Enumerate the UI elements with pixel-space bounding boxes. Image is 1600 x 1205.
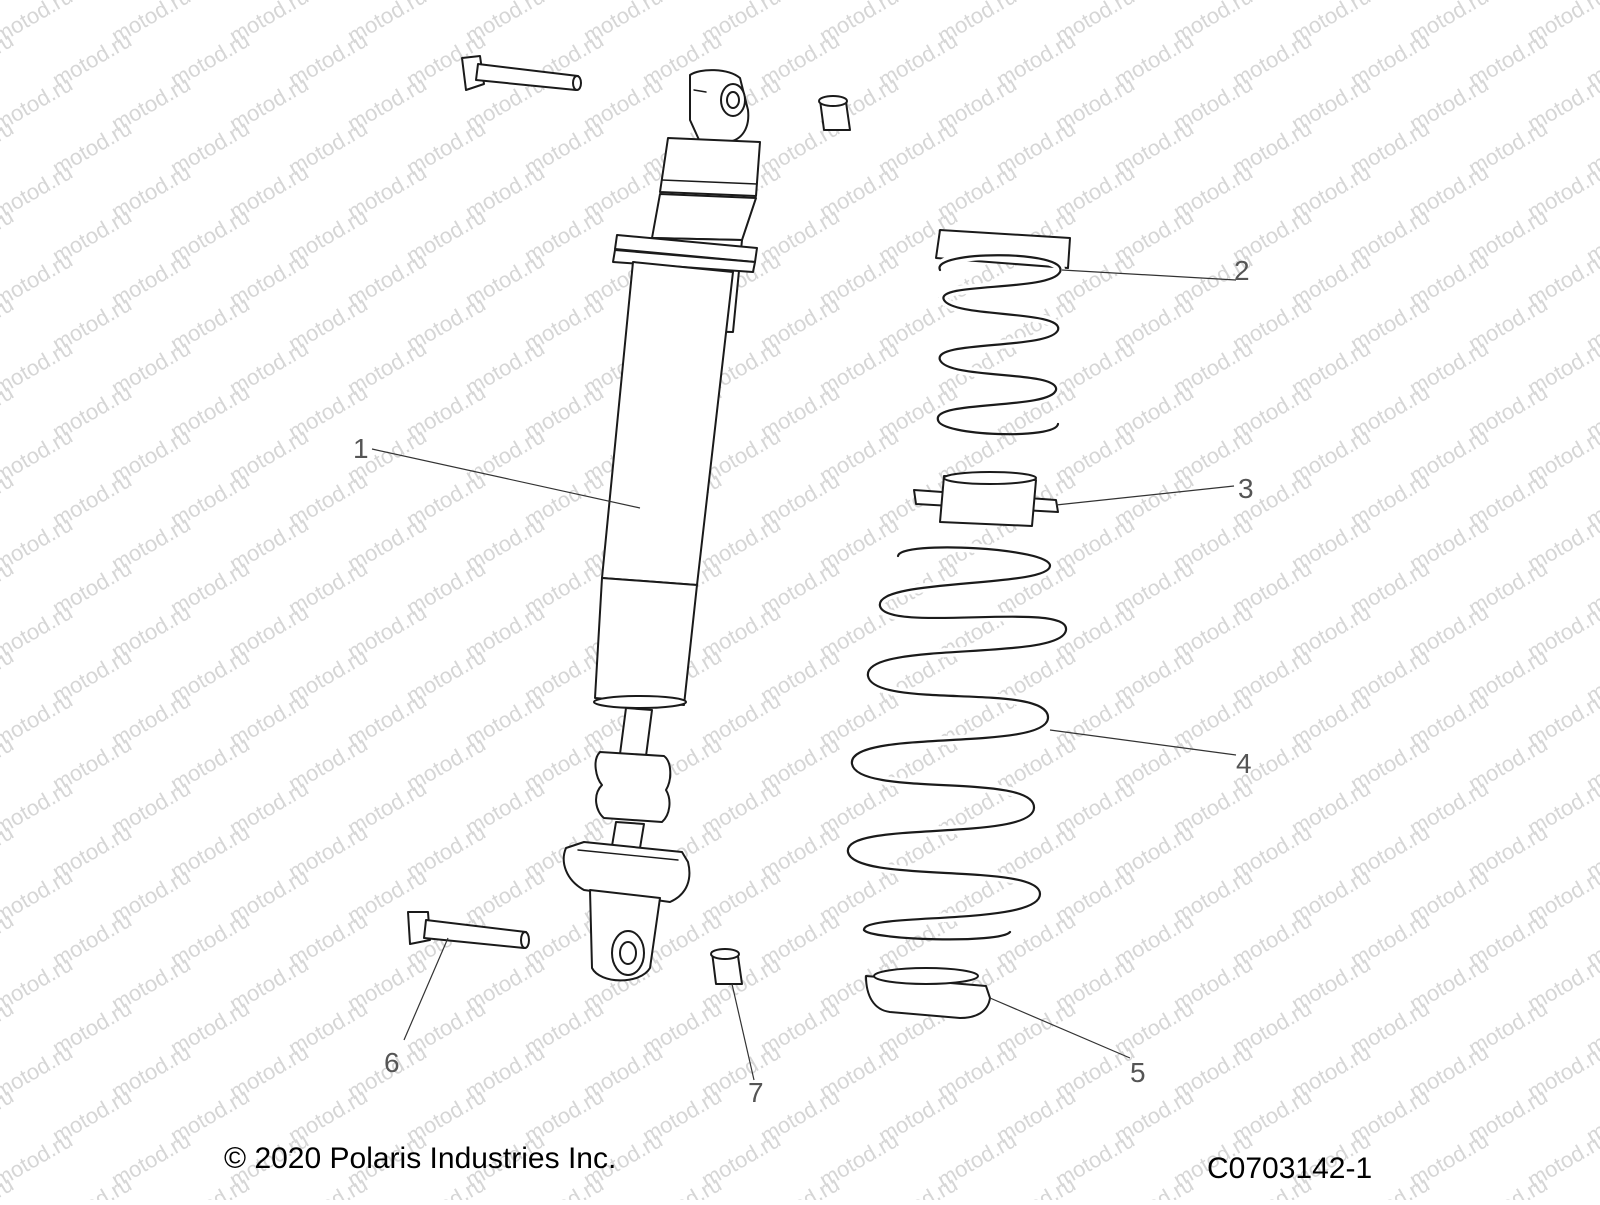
callout-7: 7: [748, 1077, 764, 1108]
watermark-text: motod.ru: [1464, 1171, 1552, 1200]
main-spring: [843, 542, 1071, 941]
watermark-text: motod.ru: [520, 1171, 608, 1200]
watermark-text: motod.ru: [638, 1171, 726, 1200]
watermark-text: motod.ru: [756, 1171, 844, 1200]
diagram-code: C0703142-1: [1207, 1152, 1372, 1185]
bushing: [710, 948, 743, 985]
leader-lines: [371, 269, 1237, 1081]
watermark-text: motod.ru: [166, 1171, 254, 1200]
callout-2: 2: [1234, 255, 1250, 286]
leader-line-4: [1049, 729, 1237, 756]
spring-retainer: [865, 967, 991, 1019]
callout-3: 3: [1238, 473, 1254, 504]
watermark-text: motod.ru: [992, 1171, 1080, 1200]
bolt: [407, 911, 530, 949]
callouts: 1 2 3 4 5 6 7: [353, 255, 1254, 1108]
leader-line-7: [731, 983, 755, 1081]
shock-absorber: [562, 69, 761, 982]
tender-spring: [933, 229, 1071, 436]
spring-spacer: [913, 471, 1059, 527]
callout-6: 6: [384, 1047, 400, 1078]
callout-1: 1: [353, 433, 369, 464]
watermark-text: motod.ru: [284, 1171, 372, 1200]
watermark-text: motod.ru: [1582, 1171, 1600, 1200]
leader-line-5: [989, 997, 1131, 1059]
watermark-text: motod.ru: [48, 1171, 136, 1200]
watermark-text: motod.ru: [1110, 1171, 1198, 1200]
bushing: [818, 95, 851, 131]
leader-line-2: [1061, 269, 1237, 281]
copyright-notice: © 2020 Polaris Industries Inc.: [224, 1142, 616, 1175]
watermark-text: motod.ru: [874, 1171, 962, 1200]
callout-5: 5: [1130, 1057, 1146, 1088]
leader-line-3: [1055, 485, 1235, 506]
leader-line-6: [403, 937, 449, 1041]
callout-4: 4: [1236, 748, 1252, 779]
leader-line-1: [371, 448, 641, 509]
watermark-text: motod.ru: [0, 0, 18, 4]
bolt: [461, 55, 582, 91]
watermark-text: motod.ru: [402, 1171, 490, 1200]
